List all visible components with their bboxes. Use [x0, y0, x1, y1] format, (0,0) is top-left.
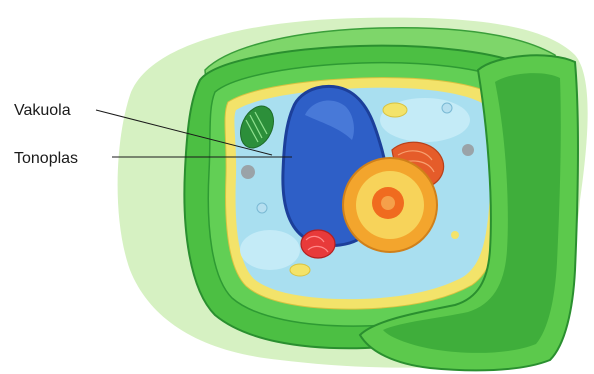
mitochondrion	[301, 230, 335, 258]
label-vakuola: Vakuola	[14, 102, 71, 119]
vesicle	[442, 103, 452, 113]
cytoplasm-patch	[240, 230, 300, 270]
vesicle	[290, 264, 310, 276]
nucleus	[343, 158, 437, 252]
vesicle	[257, 203, 267, 213]
vesicle	[241, 165, 255, 179]
vesicle	[383, 103, 407, 117]
label-tonoplas: Tonoplas	[14, 150, 78, 167]
vesicle	[462, 144, 474, 156]
vesicle	[451, 231, 459, 239]
